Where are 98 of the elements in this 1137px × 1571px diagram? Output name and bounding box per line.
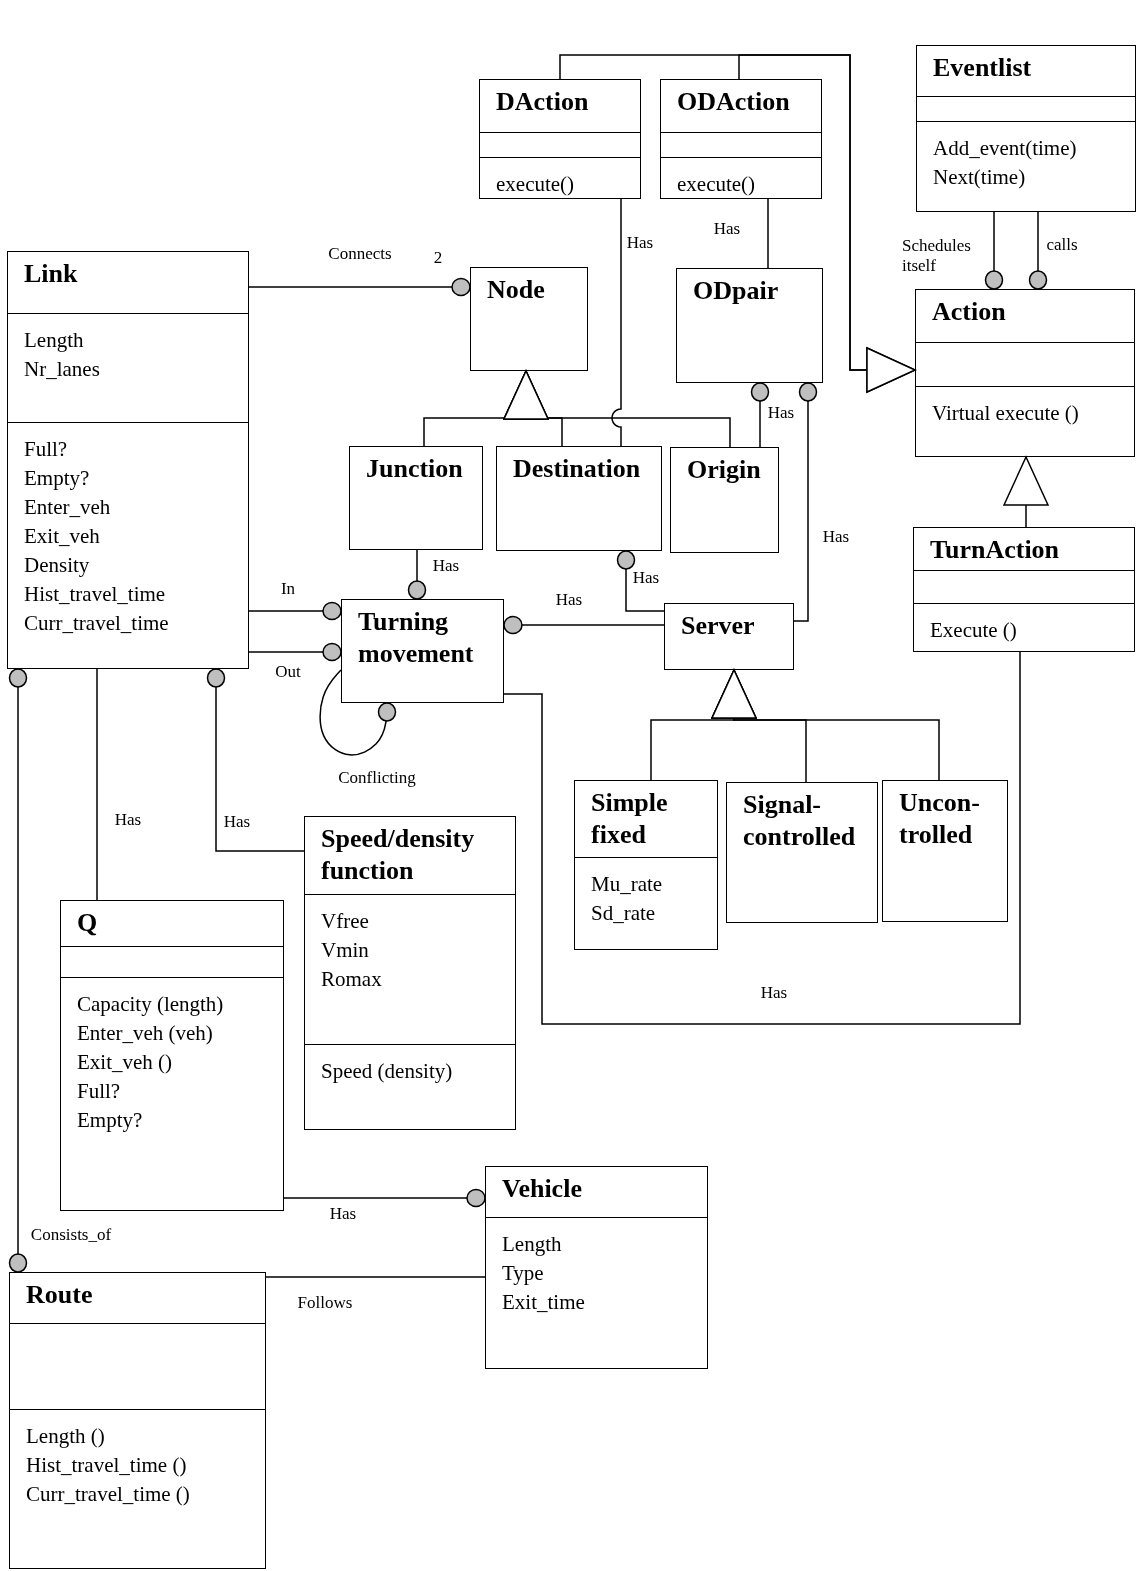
- member-text: Length (): [26, 1423, 105, 1450]
- class-box: [349, 446, 483, 550]
- class-box: [913, 527, 1135, 652]
- member-text: Curr_travel_time (): [26, 1481, 190, 1508]
- member-text: execute(): [677, 171, 756, 198]
- edge-label: Consists_of: [30, 1225, 112, 1245]
- member-text: Full?: [24, 436, 68, 463]
- member-text: Full?: [77, 1078, 121, 1105]
- association-line: [248, 277, 471, 297]
- class-name: Simple fixed: [591, 787, 669, 851]
- edge-label: Schedules itself: [902, 236, 986, 276]
- class-box: [341, 599, 504, 703]
- class-box: [660, 79, 822, 199]
- class-name: Destination: [513, 453, 641, 485]
- class-box: [60, 900, 284, 1211]
- class-box: [485, 1166, 708, 1369]
- class-name: Action: [932, 296, 1006, 328]
- class-box: [304, 816, 516, 1130]
- association-line: [616, 550, 665, 612]
- association-line: [248, 601, 342, 621]
- association-line: [750, 382, 770, 448]
- member-text: Length: [502, 1231, 562, 1258]
- class-name: Uncon-trolled: [899, 787, 981, 851]
- class-box: [676, 268, 823, 383]
- class-name: Vehicle: [502, 1173, 582, 1205]
- inheritance-arrow: [711, 669, 940, 781]
- association-line: [265, 1276, 486, 1278]
- class-box: [726, 782, 878, 923]
- class-name: ODAction: [677, 86, 790, 118]
- member-text: Hist_travel_time (): [26, 1452, 187, 1479]
- member-text: Speed (density): [321, 1058, 453, 1085]
- member-text: Length: [24, 327, 84, 354]
- class-box: [479, 79, 641, 199]
- association-line: [8, 668, 28, 1273]
- association-line: [503, 651, 1021, 1025]
- association-line: [503, 615, 665, 635]
- class-name: Q: [77, 907, 98, 939]
- association-line: [407, 549, 427, 600]
- class-name: Speed/density function: [321, 823, 476, 887]
- class-box: [882, 780, 1008, 922]
- class-box: [470, 267, 588, 371]
- class-box: [664, 603, 794, 670]
- member-text: execute(): [496, 171, 575, 198]
- member-text: Exit_veh: [24, 523, 100, 550]
- class-name: TurnAction: [930, 534, 1060, 566]
- class-name: Link: [24, 258, 78, 290]
- class-name: DAction: [496, 86, 589, 118]
- class-box: [574, 780, 718, 950]
- member-text: Sd_rate: [591, 900, 656, 927]
- association-line: [319, 669, 397, 756]
- class-name: Origin: [687, 454, 761, 486]
- class-box: [9, 1272, 266, 1569]
- association-line: [1028, 211, 1048, 290]
- member-text: Empty?: [77, 1107, 143, 1134]
- association-line: [793, 382, 818, 622]
- association-line: [96, 668, 98, 901]
- member-text: Vmin: [321, 937, 369, 964]
- class-name: ODpair: [693, 275, 779, 307]
- edge-label: Conflicting: [338, 768, 416, 788]
- member-text: Next(time): [933, 164, 1026, 191]
- member-text: Empty?: [24, 465, 90, 492]
- member-text: Virtual execute (): [932, 400, 1079, 427]
- class-name: Signal-controlled: [743, 789, 857, 853]
- association-line: [248, 642, 342, 662]
- member-text: Add_event(time): [933, 135, 1077, 162]
- member-text: Vfree: [321, 908, 369, 935]
- member-text: Curr_travel_time: [24, 610, 169, 637]
- class-box: [915, 289, 1135, 457]
- class-name: Eventlist: [933, 52, 1032, 84]
- member-text: Density: [24, 552, 90, 579]
- member-text: Romax: [321, 966, 382, 993]
- class-name: Junction: [366, 453, 463, 485]
- member-text: Type: [502, 1260, 544, 1287]
- member-text: Enter_veh (veh): [77, 1020, 213, 1047]
- association-line: [611, 198, 622, 447]
- class-name: Server: [681, 610, 755, 642]
- class-box: [496, 446, 662, 551]
- member-text: Exit_veh (): [77, 1049, 173, 1076]
- class-name: Route: [26, 1279, 93, 1311]
- member-text: Enter_veh: [24, 494, 111, 521]
- association-line: [767, 198, 769, 269]
- inheritance-arrow: [738, 54, 916, 393]
- class-box: [916, 45, 1136, 212]
- member-text: Mu_rate: [591, 871, 663, 898]
- member-text: Nr_lanes: [24, 356, 100, 383]
- member-text: Hist_travel_time: [24, 581, 166, 608]
- association-line: [984, 211, 1004, 290]
- member-text: Execute (): [930, 617, 1017, 644]
- inheritance-arrow: [503, 370, 731, 448]
- association-line: [283, 1188, 486, 1208]
- class-box: [7, 251, 249, 669]
- association-line: [206, 668, 305, 852]
- member-text: Exit_time: [502, 1289, 585, 1316]
- class-box: [670, 447, 779, 553]
- class-name: Turning movement: [358, 606, 475, 670]
- inheritance-arrow: [1003, 456, 1049, 528]
- class-name: Node: [487, 274, 545, 306]
- member-text: Capacity (length): [77, 991, 224, 1018]
